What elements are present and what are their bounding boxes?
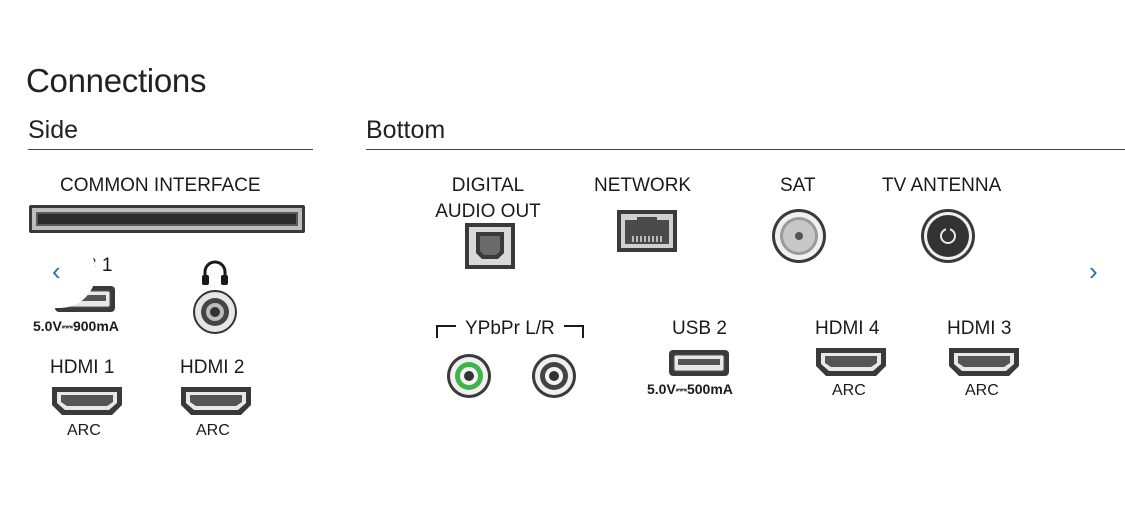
coax-port-icon	[772, 209, 826, 263]
usb2-label: USB 2	[672, 318, 727, 339]
hdmi4-label: HDMI 4	[815, 318, 880, 339]
rca-jack-icon	[532, 354, 576, 398]
chevron-right-icon[interactable]: ›	[1089, 256, 1098, 286]
ypbpr-label: YPbPr L/R	[465, 318, 555, 339]
hdmi2-arc: ARC	[196, 422, 230, 439]
sat-label: SAT	[780, 175, 816, 196]
antenna-port-icon	[921, 209, 975, 263]
hdmi3-label: HDMI 3	[947, 318, 1012, 339]
usb2-spec: 5.0V⎓500mA	[647, 381, 733, 397]
chevron-left-icon[interactable]: ‹	[52, 256, 61, 286]
usb1-spec: 5.0V⎓900mA	[33, 318, 119, 334]
network-label: NETWORK	[594, 175, 692, 196]
usb-port-icon	[669, 350, 729, 376]
common-interface-label: COMMON INTERFACE	[60, 175, 261, 196]
ypbpr-bracket	[436, 325, 584, 338]
ethernet-port-icon	[617, 210, 677, 252]
side-heading: Side	[28, 116, 79, 144]
hdmi-port-icon	[949, 348, 1019, 376]
headphone-jack-icon	[193, 290, 237, 334]
headphone-icon	[202, 260, 228, 285]
hdmi2-label: HDMI 2	[180, 357, 245, 378]
tv-antenna-label: TV ANTENNA	[882, 175, 1002, 196]
bottom-divider	[366, 149, 1125, 150]
hdmi-port-icon	[52, 387, 122, 415]
digital-audio-label-2: AUDIO OUT	[435, 201, 541, 222]
hdmi4-arc: ARC	[832, 382, 866, 399]
hdmi1-arc: ARC	[67, 422, 101, 439]
side-divider	[28, 149, 313, 150]
rca-jack-icon	[447, 354, 491, 398]
optical-port-icon	[465, 223, 515, 269]
page-title: Connections	[26, 62, 207, 99]
ci-slot-icon	[29, 205, 305, 233]
hdmi1-label: HDMI 1	[50, 357, 115, 378]
nav-overlay	[30, 236, 96, 308]
hdmi3-arc: ARC	[965, 382, 999, 399]
digital-audio-label-1: DIGITAL	[451, 175, 525, 196]
bottom-heading: Bottom	[366, 116, 446, 144]
hdmi-port-icon	[181, 387, 251, 415]
hdmi-port-icon	[816, 348, 886, 376]
